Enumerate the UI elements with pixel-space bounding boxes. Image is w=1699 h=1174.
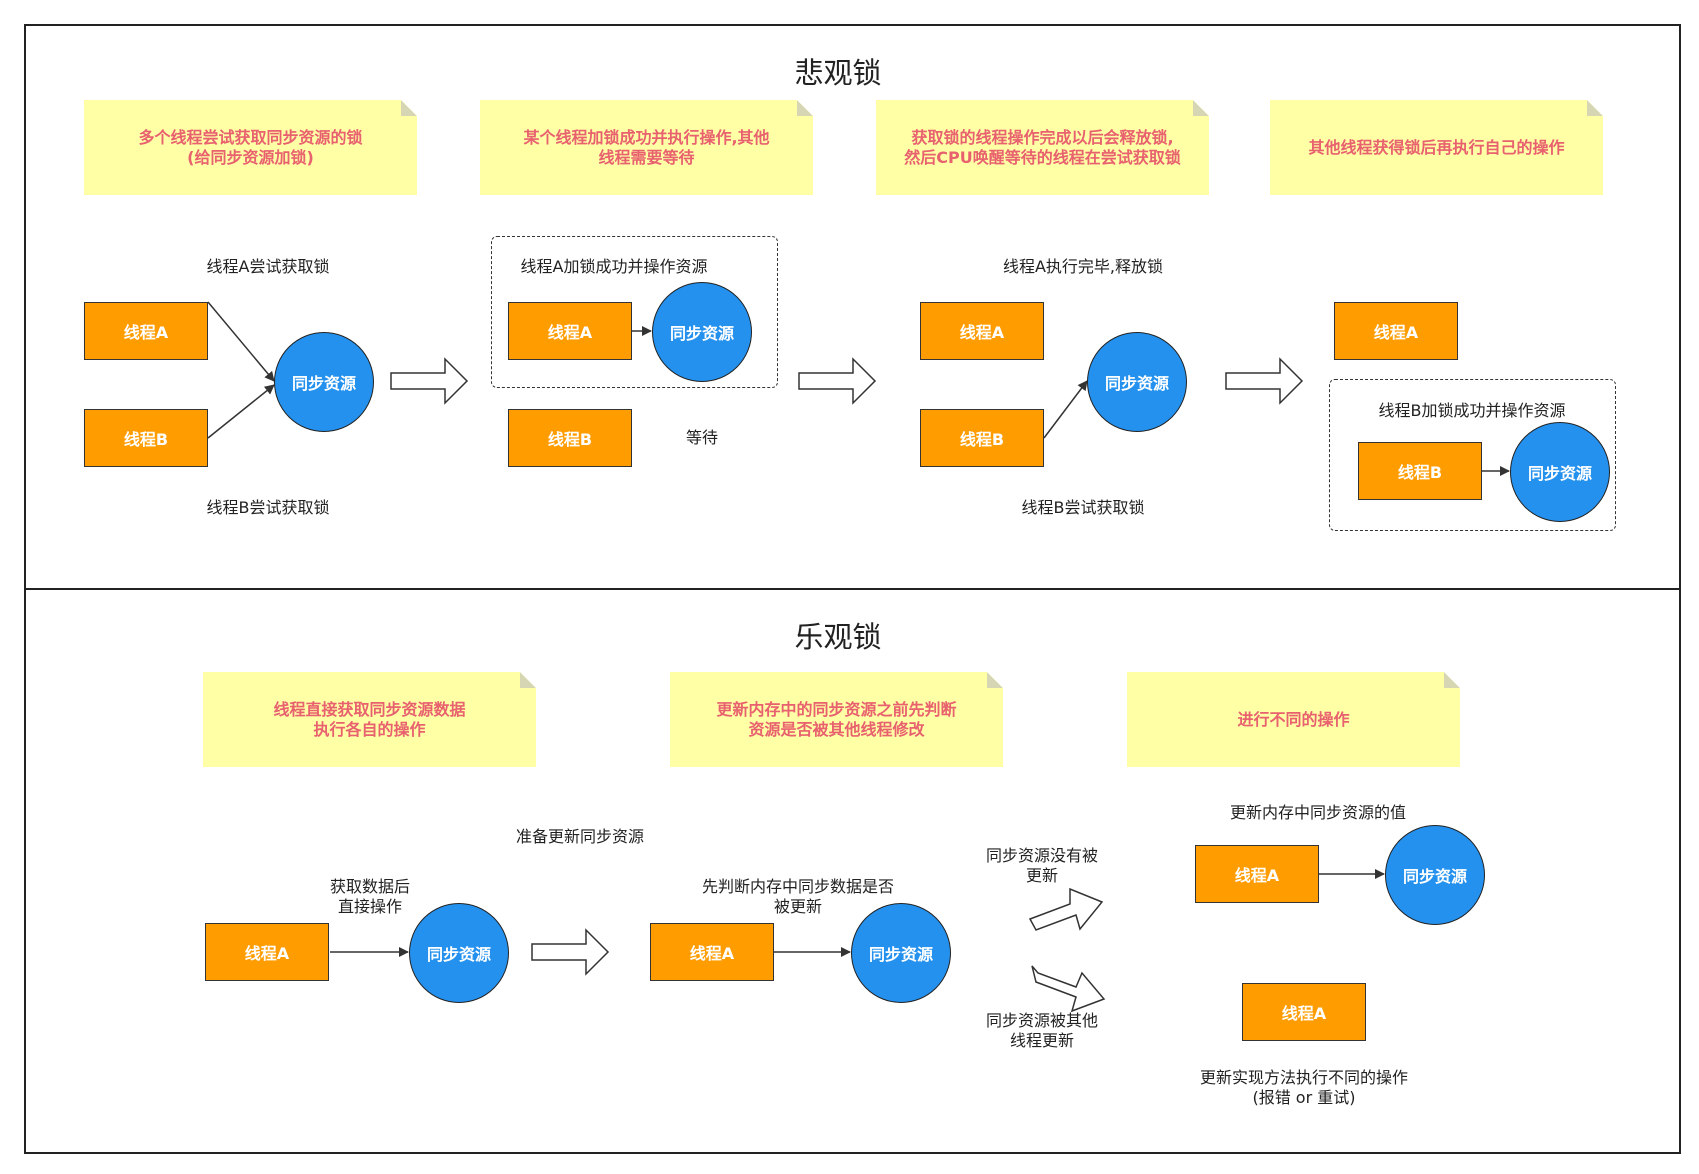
- lock-group-thread-b: [1329, 379, 1616, 531]
- note-step-2: 某个线程加锁成功并执行操作,其他 线程需要等待: [480, 100, 813, 195]
- thread-a-box: 线程A: [1242, 983, 1366, 1041]
- note-text: 获取锁的线程操作完成以后会释放锁, 然后CPU唤醒等待的线程在尝试获取锁: [904, 127, 1181, 167]
- label-prepare-update: 准备更新同步资源: [515, 827, 645, 846]
- thread-a-box: 线程A: [1195, 845, 1319, 903]
- label-wait: 等待: [685, 428, 719, 447]
- sync-resource-circle: 同步资源: [1087, 332, 1187, 432]
- note-text: 进行不同的操作: [1237, 709, 1350, 729]
- thread-a-box: 线程A: [650, 923, 774, 981]
- thread-a-box: 线程A: [1334, 302, 1458, 360]
- note-opt-step-1: 线程直接获取同步资源数据 执行各自的操作: [203, 672, 536, 767]
- note-text: 更新内存中的同步资源之前先判断 资源是否被其他线程修改: [716, 699, 957, 739]
- sync-resource-circle: 同步资源: [851, 903, 951, 1003]
- label-diff-ops: 更新实现方法执行不同的操作 (报错 or 重试): [1199, 1068, 1409, 1107]
- note-text: 某个线程加锁成功并执行操作,其他 线程需要等待: [523, 127, 770, 167]
- note-text: 多个线程尝试获取同步资源的锁 (给同步资源加锁): [138, 127, 363, 167]
- label-thread-b-locked: 线程B加锁成功并操作资源: [1378, 401, 1566, 420]
- note-step-4: 其他线程获得锁后再执行自己的操作: [1270, 100, 1603, 195]
- thread-b-box: 线程B: [84, 409, 208, 467]
- sync-resource-circle: 同步资源: [409, 903, 509, 1003]
- thread-a-box: 线程A: [205, 923, 329, 981]
- label-thread-a-locked: 线程A加锁成功并操作资源: [520, 257, 708, 276]
- optimistic-lock-title: 乐观锁: [794, 620, 882, 654]
- label-update-value: 更新内存中同步资源的值: [1229, 803, 1407, 822]
- label-thread-b-try: 线程B尝试获取锁: [206, 498, 330, 517]
- label-thread-b-try-again: 线程B尝试获取锁: [1021, 498, 1145, 517]
- label-thread-a-done: 线程A执行完毕,释放锁: [1002, 257, 1164, 276]
- sync-resource-circle: 同步资源: [652, 282, 752, 382]
- note-opt-step-3: 进行不同的操作: [1127, 672, 1460, 767]
- lock-group-thread-a: [491, 236, 778, 388]
- label-thread-a-try: 线程A尝试获取锁: [206, 257, 330, 276]
- label-not-updated: 同步资源没有被 更新: [985, 846, 1099, 885]
- thread-a-box: 线程A: [84, 302, 208, 360]
- sync-resource-circle: 同步资源: [1385, 825, 1485, 925]
- note-text: 其他线程获得锁后再执行自己的操作: [1308, 137, 1565, 157]
- thread-a-box: 线程A: [920, 302, 1044, 360]
- note-step-3: 获取锁的线程操作完成以后会释放锁, 然后CPU唤醒等待的线程在尝试获取锁: [876, 100, 1209, 195]
- note-step-1: 多个线程尝试获取同步资源的锁 (给同步资源加锁): [84, 100, 417, 195]
- label-check-updated: 先判断内存中同步数据是否 被更新: [701, 877, 895, 916]
- note-opt-step-2: 更新内存中的同步资源之前先判断 资源是否被其他线程修改: [670, 672, 1003, 767]
- thread-b-box: 线程B: [1358, 442, 1482, 500]
- sync-resource-circle: 同步资源: [274, 332, 374, 432]
- label-direct-operate: 获取数据后 直接操作: [329, 877, 411, 916]
- label-updated-by-other: 同步资源被其他 线程更新: [985, 1011, 1099, 1050]
- thread-a-box: 线程A: [508, 302, 632, 360]
- sync-resource-circle: 同步资源: [1510, 422, 1610, 522]
- thread-b-box: 线程B: [920, 409, 1044, 467]
- pessimistic-lock-title: 悲观锁: [794, 56, 882, 90]
- thread-b-box: 线程B: [508, 409, 632, 467]
- note-text: 线程直接获取同步资源数据 执行各自的操作: [273, 699, 466, 739]
